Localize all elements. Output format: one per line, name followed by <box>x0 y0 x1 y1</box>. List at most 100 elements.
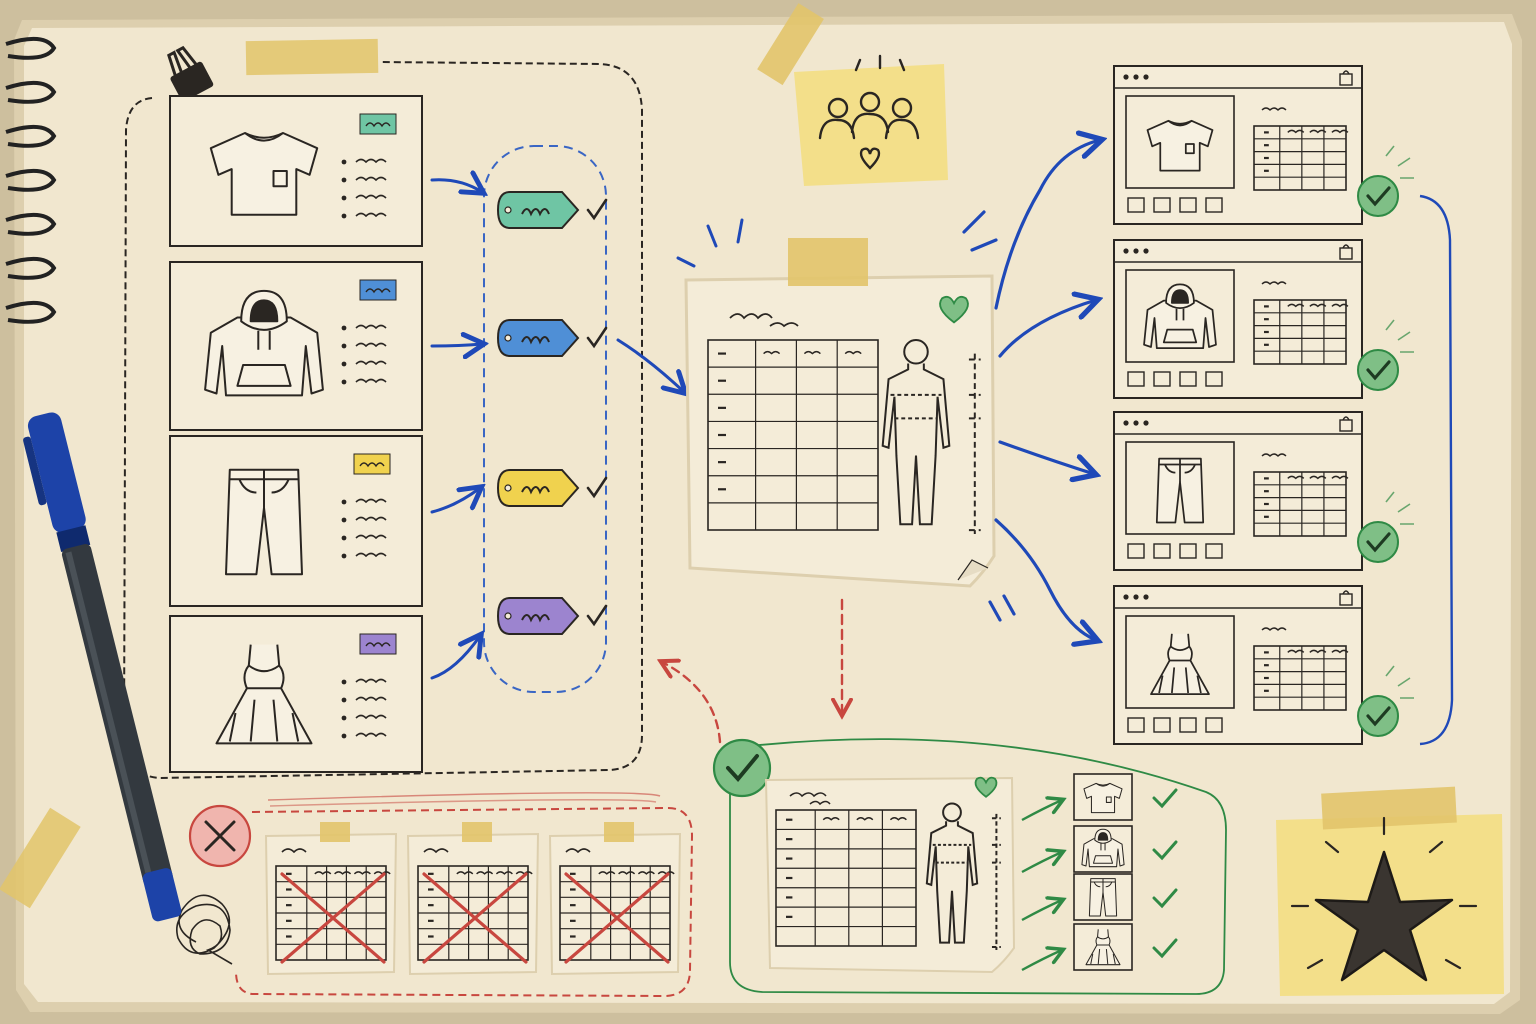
listing-window-pants[interactable] <box>1113 411 1414 571</box>
product-color-swatch <box>359 633 397 655</box>
tag-hole <box>504 612 512 620</box>
sparkle-marks <box>1385 491 1414 525</box>
tag-scribble <box>521 208 550 217</box>
product-tag-pants <box>496 469 608 507</box>
green-arrow <box>1021 900 1062 922</box>
bullet-scribble <box>355 324 387 330</box>
product-tag-tshirt <box>496 191 608 229</box>
size-table <box>707 339 879 531</box>
sparkle-marks <box>1385 665 1414 699</box>
bullet-dot <box>341 361 347 367</box>
size-table <box>1253 125 1347 191</box>
window-dot <box>1123 420 1129 426</box>
tape-strip <box>0 807 81 909</box>
tape-strip <box>320 822 350 842</box>
spiral-ring <box>5 212 57 236</box>
bullet-dot <box>341 517 347 523</box>
column-header-scribble <box>856 817 874 821</box>
spiral-ring <box>5 168 57 192</box>
approved-item-pants <box>1021 873 1178 922</box>
team-sticky-note <box>757 3 948 186</box>
thumbnail-box <box>1179 197 1197 213</box>
bullet-dot <box>341 343 347 349</box>
page-curl <box>957 559 989 581</box>
product-card-tshirt[interactable] <box>169 95 423 247</box>
tag-scribble <box>521 486 550 495</box>
column-header-scribble <box>1287 475 1305 480</box>
red-x-mark <box>280 872 386 964</box>
hoodie-icon <box>1081 828 1125 868</box>
tag-scribble <box>521 336 550 345</box>
bullet-scribble <box>355 360 387 366</box>
red-x-mark <box>422 872 528 964</box>
tag-scribble <box>521 614 550 623</box>
column-header-scribble <box>456 871 474 875</box>
green-arrow <box>1021 800 1062 822</box>
scribble-icon <box>176 894 233 965</box>
window-dot <box>1143 420 1149 426</box>
thumbnail-box <box>1179 371 1197 387</box>
bullet-scribble <box>355 534 387 540</box>
sparkle-marks <box>1385 145 1414 179</box>
body-measure-icon <box>881 338 981 535</box>
bullet-scribble <box>355 696 387 702</box>
tape-strip <box>604 822 634 842</box>
column-header-scribble <box>1331 649 1349 654</box>
listing-title-scribble <box>1261 107 1287 111</box>
column-header-scribble <box>1331 129 1349 134</box>
size-table <box>1253 645 1347 711</box>
tags-group-frame <box>483 145 607 693</box>
pants-icon <box>1155 457 1205 524</box>
column-header-scribble <box>763 350 781 355</box>
check-mark-icon <box>1152 888 1178 909</box>
bullet-scribble <box>355 498 387 504</box>
listing-window-tshirt[interactable] <box>1113 65 1414 225</box>
product-card-hoodie[interactable] <box>169 261 423 431</box>
product-cards <box>169 95 423 773</box>
heart-icon <box>974 776 998 798</box>
shopping-bag-icon <box>1339 416 1353 432</box>
thumbnail-box <box>1127 197 1145 213</box>
listing-title-scribble <box>1261 453 1287 457</box>
rejected-chart-card <box>264 822 398 976</box>
star-sticky-note <box>1276 786 1504 996</box>
thumbnail-box <box>1127 543 1145 559</box>
card-title-scribble <box>423 848 449 854</box>
size-table <box>1253 299 1347 365</box>
tag-hole <box>504 484 512 492</box>
column-header-scribble <box>637 871 655 875</box>
listing-window-dress[interactable] <box>1113 585 1414 745</box>
window-dot <box>1143 74 1149 80</box>
check-mark-icon <box>586 476 608 499</box>
product-card-pants[interactable] <box>169 435 423 607</box>
bullet-dot <box>341 213 347 219</box>
star-icon <box>1314 850 1454 982</box>
swatch-scribble <box>359 462 385 468</box>
chart-to-listing-arrows <box>962 140 1100 640</box>
thumbnail-box <box>1205 371 1223 387</box>
thumbnail-box <box>1179 717 1197 733</box>
bullet-scribble <box>355 176 387 182</box>
swatch-scribble <box>365 642 391 648</box>
listing-window-hoodie[interactable] <box>1113 239 1414 399</box>
team-with-heart-icon <box>818 54 920 170</box>
column-header-scribble <box>1287 129 1305 134</box>
check-circle-icon <box>1357 695 1399 737</box>
column-header-scribble <box>618 871 636 875</box>
products-group-frame <box>122 61 643 780</box>
column-header-scribble <box>314 871 332 875</box>
window-dot <box>1133 74 1139 80</box>
dress-icon <box>215 644 313 745</box>
column-header-scribble <box>1287 303 1305 308</box>
spiral-ring <box>5 300 57 324</box>
check-circle-icon <box>1357 521 1399 563</box>
pants-icon <box>1088 878 1118 917</box>
thumbnail-box <box>1127 371 1145 387</box>
bullet-scribble <box>355 194 387 200</box>
listing-title-scribble <box>1261 627 1287 631</box>
thumbnail-box <box>1153 717 1171 733</box>
chart-paper <box>684 274 996 588</box>
product-tags <box>496 191 608 635</box>
product-card-dress[interactable] <box>169 615 423 773</box>
swatch-scribble <box>365 288 391 294</box>
